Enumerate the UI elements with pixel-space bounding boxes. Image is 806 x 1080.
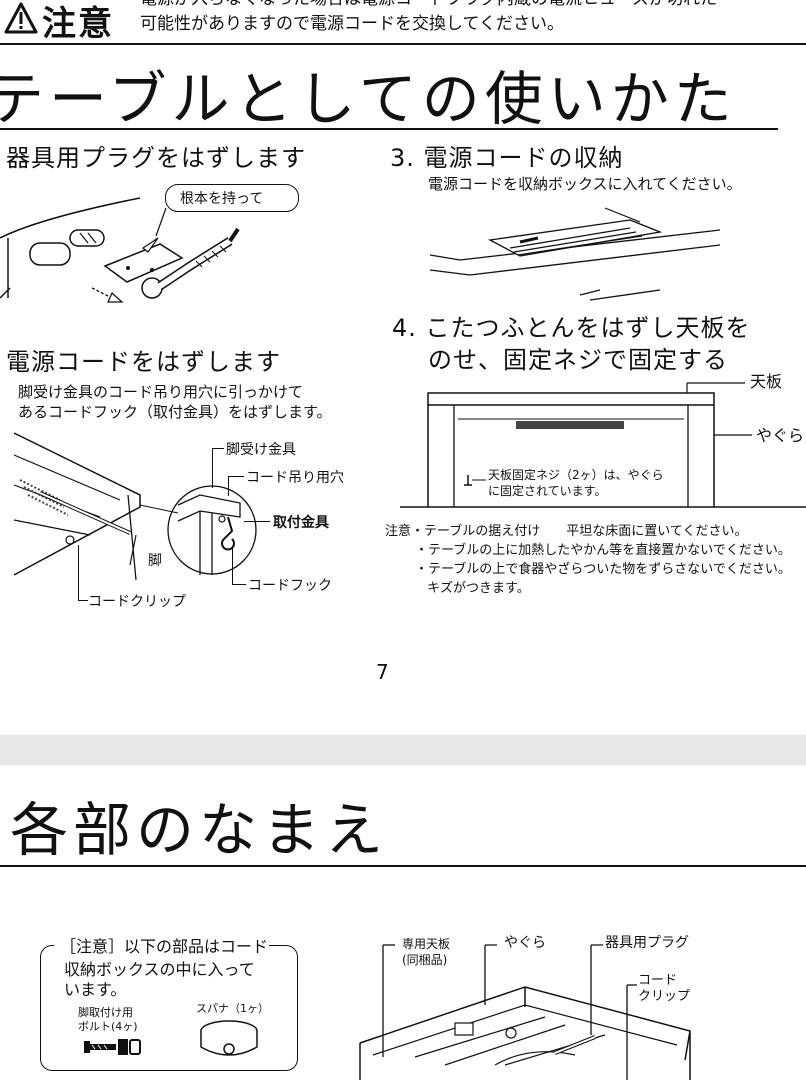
label-hang-hole: コード吊り用穴 <box>246 470 344 486</box>
section-title-table-use: テーブルとしての使いかた <box>0 65 737 133</box>
leader-line <box>78 600 88 602</box>
leader-line <box>212 448 224 450</box>
note-3: ・テーブルの上で食器やざらついた物をずらさないでください。 <box>415 562 791 577</box>
label-cord-clip-1: コード <box>638 973 678 988</box>
caution-line-2: 可能性がありますので電源コードを交換してください。 <box>140 14 564 34</box>
bolt-label-1: 脚取付け用 <box>78 1006 133 1019</box>
plug-removal-illustration <box>0 197 240 303</box>
label-dedicated-top-2: (同梱品) <box>402 953 448 967</box>
step4-heading-1: 4. こたつふとんをはずし天板を <box>392 314 751 342</box>
cord-removal-illustration <box>13 432 257 581</box>
label-cord-clip-2: クリップ <box>638 989 691 1004</box>
label-frame: やぐら <box>756 426 805 445</box>
title-underline <box>0 128 778 130</box>
label-appliance-plug: 器具用プラグ <box>605 935 689 951</box>
leader-line <box>228 476 230 496</box>
callout-text: 根本を持って <box>180 191 264 207</box>
page-number: 7 <box>376 660 389 684</box>
leader-line <box>212 448 214 488</box>
manual-page-8: 各部のなまえ ［注意］以下の部品はコード 収納ボックスの中に入って います。 脚… <box>0 765 806 1080</box>
title-underline-2 <box>0 865 806 867</box>
parts-note-line-2: 収納ボックスの中に入って <box>64 960 255 979</box>
step3-text: 電源コードを収納ボックスに入れてください。 <box>428 175 742 193</box>
note-1: 注意・テーブルの据え付け 平坦な床面に置いてください。 <box>385 524 748 539</box>
manual-page-7: 注意 電源が入らなくなった場合は電源コードプラグ内蔵の電流ヒューズが切れた 可能… <box>0 0 806 684</box>
note-4: キズがつきます。 <box>427 581 530 596</box>
cord-storage-illustration <box>429 207 721 301</box>
note-2: ・テーブルの上に加熱したやかん等を直接置かないでください。 <box>415 543 791 558</box>
label-hook: コードフック <box>248 578 332 594</box>
note-box-gap <box>54 937 269 953</box>
screw-note-1: 天板固定ネジ（2ヶ）は、やぐら <box>488 468 664 482</box>
header-divider <box>0 43 806 45</box>
section-title-part-names: 各部のなまえ <box>10 796 389 864</box>
callout-bubble <box>165 184 299 212</box>
leader-line <box>78 545 80 601</box>
label-tabletop: 天板 <box>750 372 783 391</box>
leader-line <box>232 548 234 584</box>
step1-heading: 器具用プラグをはずします <box>6 144 306 172</box>
table-top-illustration <box>400 382 806 508</box>
label-fitting: 取付金具 <box>273 515 329 531</box>
step2-text-2: あるコードフック（取付金具）をはずします。 <box>18 403 332 421</box>
step4-heading-2: のせ、固定ネジで固定する <box>428 346 728 374</box>
kotatsu-overview-illustration <box>359 944 691 1080</box>
caution-line-1: 電源が入らなくなった場合は電源コードプラグ内蔵の電流ヒューズが切れた <box>140 0 717 11</box>
leader-line <box>244 521 270 523</box>
wrench-label: スパナ（1ヶ） <box>196 1002 269 1015</box>
leader-line <box>228 476 244 478</box>
wrench-icon <box>200 1020 258 1056</box>
page-separator <box>0 735 806 765</box>
bolt-icon <box>84 1039 141 1055</box>
step2-heading: 電源コードをはずします <box>6 348 281 376</box>
leader-line <box>232 584 246 586</box>
label-leg-bracket: 脚受け金具 <box>226 442 296 458</box>
bolt-label-2: ボルト(4ヶ) <box>78 1020 138 1033</box>
step2-text-1: 脚受け金具のコード吊り用穴に引っかけて <box>18 383 304 401</box>
screw-note-2: に固定されています。 <box>488 484 607 498</box>
label-leg: 脚 <box>148 553 162 569</box>
label-clip: コードクリップ <box>88 594 186 610</box>
label-dedicated-top-1: 専用天板 <box>402 937 451 951</box>
warning-triangle-icon <box>4 2 38 34</box>
caution-label: 注意 <box>42 4 114 44</box>
step3-heading: 3. 電源コードの収納 <box>390 144 624 172</box>
label-frame-2: やぐら <box>504 935 546 951</box>
parts-note-line-1: ［注意］以下の部品はコード <box>60 937 269 956</box>
parts-note-line-3: います。 <box>64 980 127 999</box>
parts-note-box <box>40 945 298 1071</box>
